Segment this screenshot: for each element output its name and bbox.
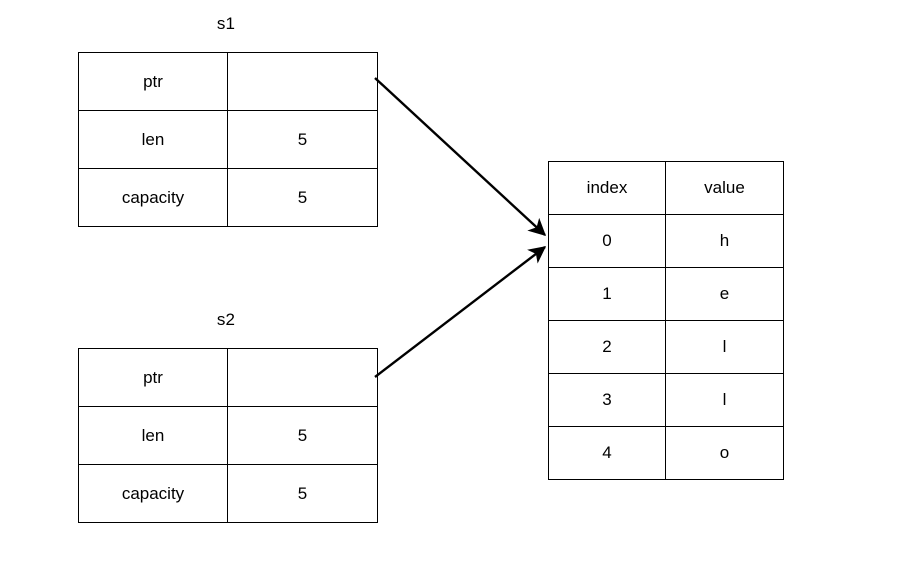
buffer-table: index value 0 h 1 e 2 l 3 l 4 o (548, 161, 784, 480)
table-row: 4 o (548, 426, 784, 480)
buffer-cell-index: 2 (548, 320, 666, 374)
table-row: 1 e (548, 267, 784, 321)
struct-table-s1: ptr len 5 capacity 5 (78, 52, 378, 227)
struct-field-label: len (78, 406, 228, 465)
arrow-s1-ptr-to-buffer (374, 77, 547, 236)
table-row: 0 h (548, 214, 784, 268)
struct-field-value (227, 52, 378, 111)
struct-field-value: 5 (227, 406, 378, 465)
table-row: len 5 (78, 406, 378, 465)
table-row: capacity 5 (78, 168, 378, 227)
struct-title-s1: s1 (216, 14, 236, 33)
buffer-header-index: index (548, 161, 666, 215)
struct-field-label: len (78, 110, 228, 169)
struct-field-label: ptr (78, 52, 228, 111)
table-row: ptr (78, 348, 378, 407)
table-row: ptr (78, 52, 378, 111)
buffer-cell-value: l (665, 373, 784, 427)
struct-field-label: capacity (78, 464, 228, 523)
struct-field-value: 5 (227, 464, 378, 523)
struct-field-value: 5 (227, 110, 378, 169)
buffer-cell-value: e (665, 267, 784, 321)
arrow-s2-ptr-to-buffer (374, 246, 547, 378)
struct-field-label: capacity (78, 168, 228, 227)
table-row: 3 l (548, 373, 784, 427)
buffer-cell-value: l (665, 320, 784, 374)
buffer-cell-value: h (665, 214, 784, 268)
table-row: 2 l (548, 320, 784, 374)
struct-field-value (227, 348, 378, 407)
table-header-row: index value (548, 161, 784, 215)
struct-title-s2: s2 (216, 310, 236, 329)
buffer-cell-value: o (665, 426, 784, 480)
struct-table-s2: ptr len 5 capacity 5 (78, 348, 378, 523)
table-row: len 5 (78, 110, 378, 169)
buffer-cell-index: 1 (548, 267, 666, 321)
buffer-header-value: value (665, 161, 784, 215)
buffer-cell-index: 0 (548, 214, 666, 268)
table-row: capacity 5 (78, 464, 378, 523)
buffer-cell-index: 3 (548, 373, 666, 427)
struct-field-label: ptr (78, 348, 228, 407)
struct-field-value: 5 (227, 168, 378, 227)
buffer-cell-index: 4 (548, 426, 666, 480)
